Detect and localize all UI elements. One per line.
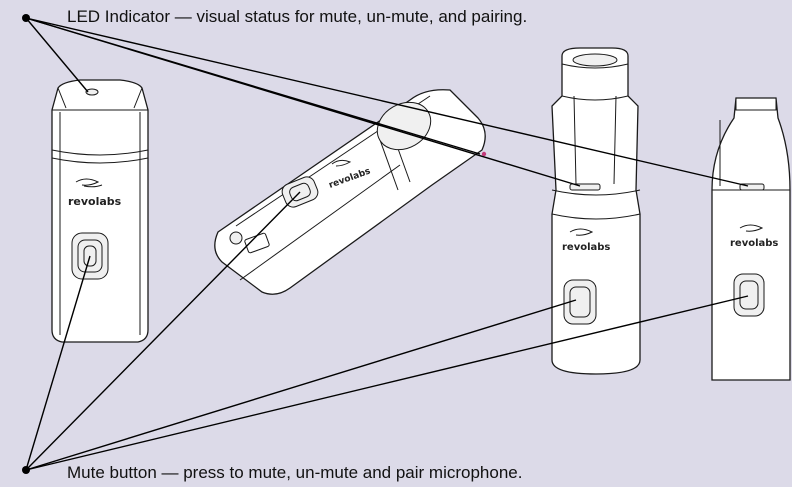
device-tapered: revolabs <box>711 97 791 381</box>
brand-label-4: revolabs <box>730 238 778 249</box>
mute-callout-label: Mute button — press to mute, un-mute and… <box>67 463 523 482</box>
mute-button-icon <box>733 273 765 317</box>
device-rectangular-upright: revolabs <box>51 79 149 343</box>
device-xlr-barrel: revolabs <box>551 47 641 375</box>
led-callout-label: LED Indicator — visual status for mute, … <box>67 7 528 26</box>
led-indicator-icon <box>481 151 487 157</box>
device-angled-diagonal: revolabs <box>214 89 487 295</box>
revolabs-logo-icon: revolabs <box>562 228 610 253</box>
revolabs-logo-icon: revolabs <box>68 178 122 208</box>
led-leader-lines <box>22 14 749 187</box>
mute-leader-lines <box>22 191 749 474</box>
brand-label-3: revolabs <box>562 242 610 253</box>
mute-button-icon <box>563 279 597 325</box>
led-indicator-icon <box>85 88 99 96</box>
brand-label: revolabs <box>68 195 122 208</box>
mute-callout-anchor <box>22 466 30 474</box>
revolabs-logo-icon: revolabs <box>730 224 778 249</box>
led-callout-anchor <box>22 14 30 22</box>
